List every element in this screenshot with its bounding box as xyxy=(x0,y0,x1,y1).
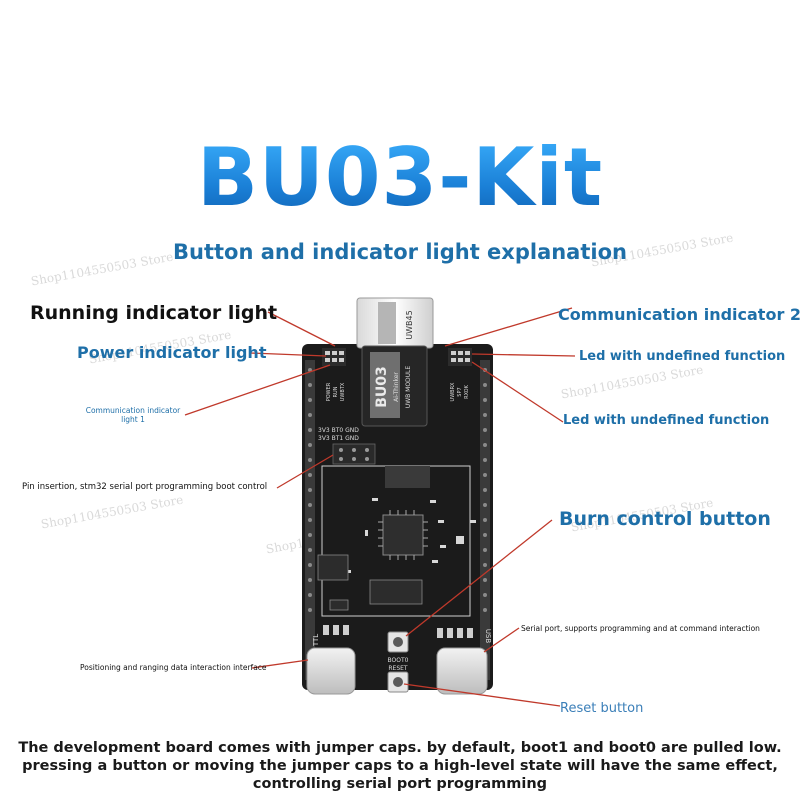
usb-usbc-port xyxy=(436,647,488,695)
note-line-3: controlling serial port programming xyxy=(252,776,548,792)
silk-jumper-bottom: 3V3 BT1 GND xyxy=(318,435,359,442)
page-title: BU03-Kit xyxy=(0,130,800,226)
silk-right-rxok: RXOK xyxy=(464,384,470,399)
module-brand: Ai-Thinker xyxy=(393,372,400,402)
label-running-indicator: Running indicator light xyxy=(30,302,278,324)
label-serial-port: Serial port, supports programming and at… xyxy=(521,624,760,633)
silk-left-run: RUN xyxy=(333,386,339,397)
led-cluster-right xyxy=(448,348,472,366)
note-line-2: pressing a button or moving the jumper c… xyxy=(22,758,778,774)
mcu-chip xyxy=(382,514,424,556)
label-reset-button: Reset button xyxy=(560,701,644,716)
silk-jumper-top: 3V3 BT0 GND xyxy=(318,427,359,434)
label-led-undefined-2: Led with undefined function xyxy=(563,413,770,428)
module-name: BU03 xyxy=(374,366,390,408)
label-comm-indicator-1: Communication indicator light 1 xyxy=(85,406,181,424)
boot-jumper-header xyxy=(332,443,376,465)
label-comm-indicator-2: Communication indicator 2 xyxy=(558,305,800,324)
silk-left-uwbtx: UWBTX xyxy=(340,382,346,401)
silk-ttl: TTL xyxy=(312,634,320,647)
label-burn-control: Burn control button xyxy=(559,508,771,530)
silk-right-sp7: SP7 xyxy=(457,387,463,396)
silk-left-power: POWER xyxy=(326,382,332,401)
led-cluster-left xyxy=(322,348,346,366)
label-led-undefined-1: Led with undefined function xyxy=(579,349,786,364)
label-pin-insertion: Pin insertion, stm32 serial port program… xyxy=(22,482,268,492)
note-line-1: The development board comes with jumper … xyxy=(18,740,782,756)
antenna-label: UWB45 xyxy=(405,310,414,339)
silk-right-uwbrx: UWBRX xyxy=(450,382,456,402)
silk-boot0: BOOT0 xyxy=(388,657,409,664)
ttl-usbc-port xyxy=(306,647,356,695)
page-subtitle: Button and indicator light explanation xyxy=(173,240,627,264)
label-power-indicator: Power indicator light xyxy=(77,343,267,362)
silk-usb: USB xyxy=(484,629,492,644)
silk-reset: RESET xyxy=(388,665,408,672)
module-sub: UWB MODULE xyxy=(405,366,412,409)
label-positioning-interface: Positioning and ranging data interaction… xyxy=(80,663,267,672)
